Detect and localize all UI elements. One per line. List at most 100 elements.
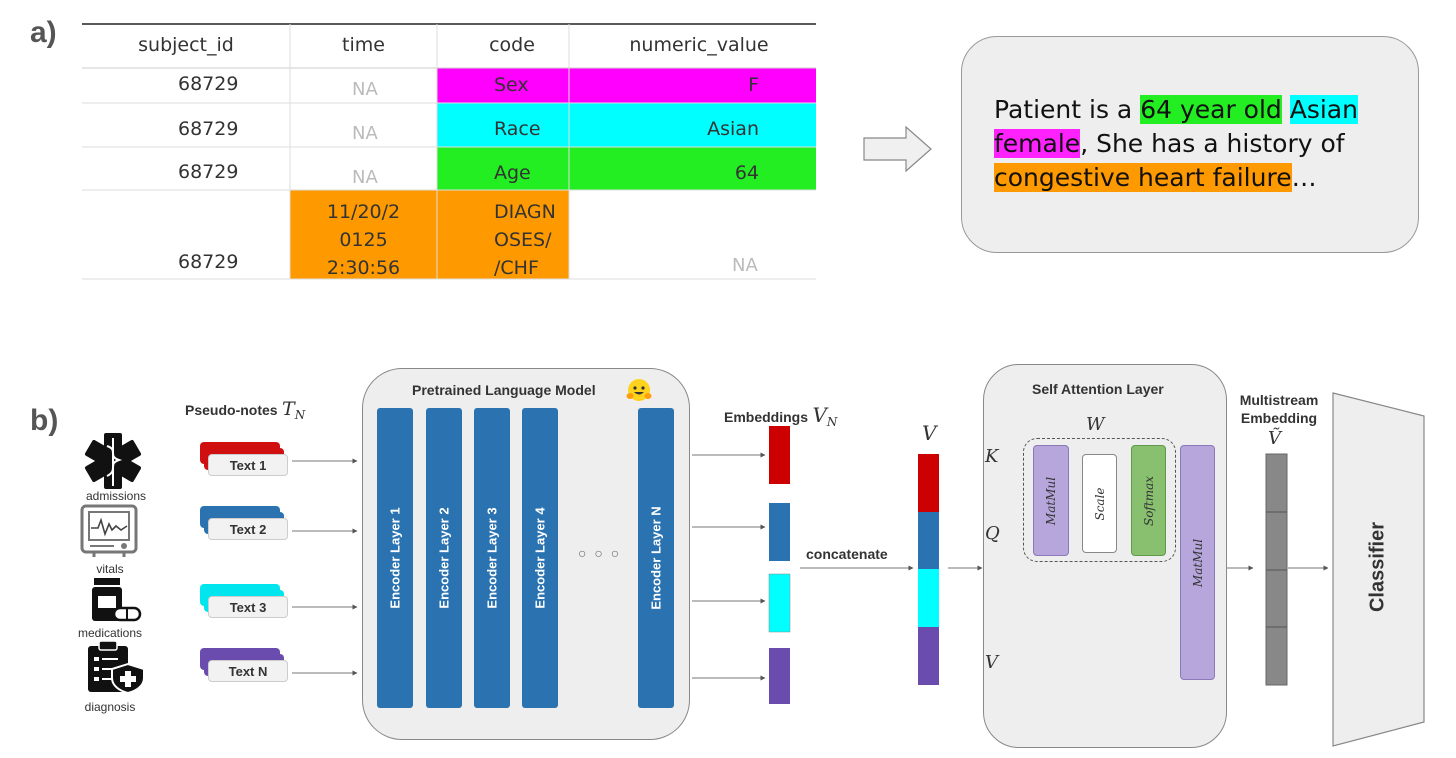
- right-arrow-icon: [863, 125, 932, 173]
- note-segment: Patient is a: [994, 95, 1141, 124]
- embedding-block-3: [768, 573, 791, 633]
- concatenate-label: concatenate: [806, 546, 888, 562]
- concat-block-2: [918, 512, 939, 569]
- row3-code: Age: [494, 162, 531, 184]
- block-label: MatMul: [1190, 538, 1205, 587]
- source-label-medications: medications: [77, 626, 143, 640]
- row4-time-line: 11/20/2: [326, 201, 401, 223]
- header-time: time: [342, 34, 385, 56]
- softmax-block: Softmax: [1131, 445, 1166, 556]
- classifier-label: Classifier: [1366, 521, 1389, 613]
- medical-star-icon: [84, 433, 142, 489]
- multistream-label-line: Embedding: [1240, 410, 1318, 426]
- row-sex-fill: [437, 68, 816, 103]
- input-v: V: [985, 652, 998, 673]
- encoder-layer-4: Encoder Layer 4: [522, 408, 558, 708]
- note-segment-age: 64 year old: [1140, 95, 1282, 124]
- pseudo-notes-subscript: N: [294, 408, 306, 423]
- pseudo-note-text: Patient is a 64 year old Asian female, S…: [994, 93, 1404, 195]
- embeddings-subscript: N: [826, 415, 838, 430]
- panel-b-label: b): [30, 404, 59, 437]
- row4-value: NA: [732, 255, 758, 276]
- row-race-fill: [437, 103, 816, 147]
- concat-block-3: [918, 569, 939, 627]
- encoder-layer-1: Encoder Layer 1: [377, 408, 413, 708]
- concat-block-4: [918, 627, 939, 685]
- row1-code: Sex: [494, 74, 529, 96]
- ellipsis: ○ ○ ○: [578, 545, 622, 561]
- block-label: MatMul: [1044, 476, 1058, 525]
- note-segment: , She has a history of: [1080, 129, 1345, 158]
- embeddings-label: Embeddings: [724, 409, 809, 425]
- pseudo-notes-symbol: T: [282, 398, 295, 420]
- note-segment-race: Asian: [1289, 95, 1358, 124]
- row1-value: F: [748, 74, 759, 96]
- multistream-symbol: Ṽ: [1268, 428, 1281, 449]
- header-numeric-value: numeric_value: [629, 34, 769, 56]
- concat-symbol: V: [922, 421, 937, 445]
- row3-subject-id: 68729: [178, 161, 239, 183]
- row4-time-line: 0125: [339, 229, 388, 251]
- encoder-layer-2: Encoder Layer 2: [426, 408, 462, 708]
- classifier-trapezoid: [1332, 392, 1425, 747]
- monitor-icon: [80, 504, 138, 557]
- row1-subject-id: 68729: [178, 73, 239, 95]
- note-segment: …: [1291, 163, 1317, 192]
- note-card-text-3: Text 3: [208, 596, 288, 618]
- row-dx-code-fill: [437, 190, 569, 279]
- embedding-block-4: [769, 648, 790, 704]
- source-label-vitals: vitals: [96, 562, 124, 576]
- embedding-block-2: [769, 503, 790, 561]
- multistream-title: Multistream Embedding: [1232, 391, 1326, 427]
- embeddings-symbol: V: [812, 403, 827, 427]
- note-card-text-2: Text 2: [208, 518, 288, 540]
- row2-value: Asian: [707, 118, 759, 140]
- pseudo-notes-label: Pseudo-notes: [185, 402, 278, 418]
- note-card-text-n: Text N: [208, 660, 288, 682]
- row1-time: NA: [352, 79, 378, 100]
- row4-time: 11/20/2 0125 2:30:56: [290, 198, 437, 282]
- row3-time: NA: [352, 167, 378, 188]
- note-segment-sex: female: [994, 129, 1081, 158]
- input-q: Q: [985, 523, 1000, 544]
- row2-code: Race: [494, 118, 541, 140]
- concat-block-1: [918, 454, 939, 512]
- hugging-face-icon: [626, 379, 652, 401]
- input-k: K: [985, 446, 999, 467]
- self-attention-title: Self Attention Layer: [1032, 381, 1164, 397]
- note-segment-diagnosis: congestive heart failure: [994, 163, 1292, 192]
- header-subject-id: subject_id: [138, 34, 234, 56]
- note-stack-3: Text 3: [196, 584, 296, 624]
- note-stack-n: Text N: [196, 648, 296, 688]
- row4-code-line: OSES/: [494, 229, 552, 251]
- row4-code-line: /CHF: [494, 257, 539, 279]
- row4-code-line: DIAGN: [494, 201, 556, 223]
- pseudo-note-box: Patient is a 64 year old Asian female, S…: [961, 36, 1419, 253]
- row-dx-time-fill: [290, 190, 437, 279]
- note-stack-2: Text 2: [196, 506, 296, 546]
- row4-code: DIAGN OSES/ /CHF: [494, 198, 556, 282]
- w-symbol: W: [1086, 414, 1105, 435]
- row2-time: NA: [352, 123, 378, 144]
- block-label: Softmax: [1141, 475, 1156, 526]
- note-card-text-1: Text 1: [208, 454, 288, 476]
- pill-bottle-icon: [92, 578, 142, 622]
- matmul-block-1: MatMul: [1033, 445, 1069, 556]
- note-stack-1: Text 1: [196, 442, 296, 482]
- embeddings-title: Embeddings VN: [724, 403, 837, 429]
- encoder-layer-3: Encoder Layer 3: [474, 408, 510, 708]
- encoder-layer-n: Encoder Layer N: [638, 408, 674, 708]
- row-age-fill: [437, 147, 816, 190]
- row4-subject-id: 68729: [178, 251, 239, 273]
- source-label-diagnosis: diagnosis: [84, 700, 136, 714]
- multistream-label-line: Multistream: [1239, 392, 1319, 408]
- panel-a-label: a): [30, 16, 57, 49]
- row4-time-line: 2:30:56: [326, 257, 401, 279]
- row2-subject-id: 68729: [178, 118, 239, 140]
- weight-group: [1023, 438, 1176, 562]
- embedding-block-1: [769, 426, 790, 484]
- plm-title: Pretrained Language Model: [412, 382, 596, 398]
- block-label: Scale: [1092, 486, 1107, 521]
